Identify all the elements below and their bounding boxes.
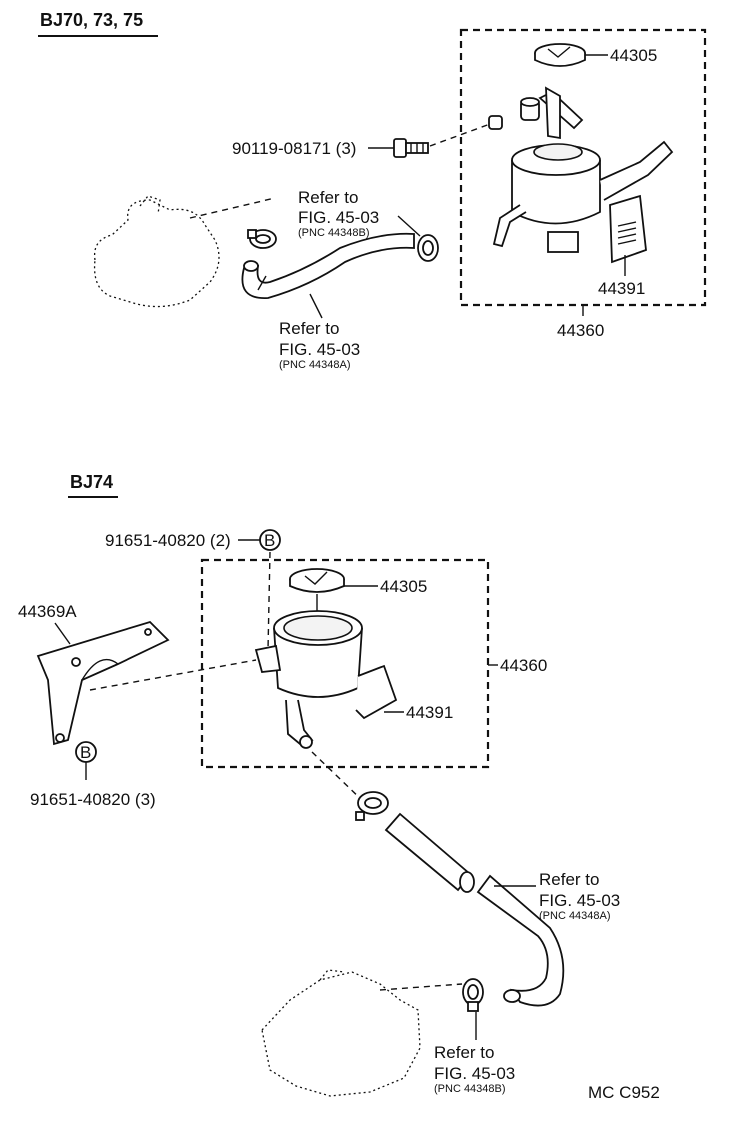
top-ref-a-line3: (PNC 44348A) xyxy=(279,359,351,371)
bottom-ref-a-line3: (PNC 44348A) xyxy=(539,910,611,922)
bottom-section: BJ74 91651-40820 (2) B 44360 44305 xyxy=(18,472,660,1102)
bottom-ref-a-line2: FIG. 45-03 xyxy=(539,891,620,910)
top-bolt-label: 90119-08171 (3) xyxy=(232,139,356,158)
bottom-ref-b-line1: Refer to xyxy=(434,1043,494,1062)
bottom-bolt-top-label: 91651-40820 (2) xyxy=(105,531,231,550)
bottom-marker-bottom-text: B xyxy=(80,743,91,762)
bottom-reservoir-tank xyxy=(254,610,398,749)
top-reservoir-tank xyxy=(492,86,674,264)
top-reservoir-cap xyxy=(534,43,586,67)
top-section: BJ70, 73, 75 44360 44305 xyxy=(38,10,707,371)
top-ref-b-leader xyxy=(397,215,421,237)
bottom-clamp-lower xyxy=(462,978,484,1012)
bottom-bracket-leader xyxy=(54,622,71,645)
bottom-bracket xyxy=(36,620,170,746)
top-pump xyxy=(93,195,220,308)
bottom-bolt-top-guide xyxy=(267,551,271,651)
top-label-label: 44391 xyxy=(598,279,645,298)
top-ref-b-line2: FIG. 45-03 xyxy=(298,208,379,227)
top-bolt xyxy=(393,138,429,158)
bottom-marker-top-text: B xyxy=(264,531,275,550)
bottom-ref-b-line2: FIG. 45-03 xyxy=(434,1064,515,1083)
bottom-assembly-label: 44360 xyxy=(500,656,547,675)
top-ref-a-leader xyxy=(309,293,323,319)
bottom-pump xyxy=(261,969,421,1097)
top-pump-guide xyxy=(189,197,276,219)
top-ref-a-line1: Refer to xyxy=(279,319,339,338)
bottom-ref-a-line1: Refer to xyxy=(539,870,599,889)
top-header: BJ70, 73, 75 xyxy=(40,10,143,30)
top-hose xyxy=(241,232,415,299)
top-clamp-right xyxy=(417,234,439,262)
bottom-bracket-label: 44369A xyxy=(18,602,77,621)
bottom-clamp-upper xyxy=(355,791,389,821)
top-cap-label: 44305 xyxy=(610,46,657,65)
bottom-bolt-bottom-label: 91651-40820 (3) xyxy=(30,790,156,809)
bottom-assembly-box xyxy=(200,558,490,769)
bottom-label-label: 44391 xyxy=(406,703,453,722)
bottom-reservoir-cap xyxy=(289,568,345,612)
bottom-pump-guide xyxy=(379,983,463,991)
figure-code: MC C952 xyxy=(588,1083,660,1102)
bottom-ref-b-line3: (PNC 44348B) xyxy=(434,1083,506,1095)
top-ref-a-line2: FIG. 45-03 xyxy=(279,340,360,359)
bottom-outlet-guide xyxy=(311,751,367,805)
top-ref-b-line3: (PNC 44348B) xyxy=(298,227,370,239)
bottom-hose xyxy=(384,812,565,1007)
top-assembly-label: 44360 xyxy=(557,321,604,340)
bottom-header: BJ74 xyxy=(70,472,113,492)
bottom-cap-label: 44305 xyxy=(380,577,427,596)
top-ref-b-line1: Refer to xyxy=(298,188,358,207)
top-nut xyxy=(488,115,503,130)
top-clamp-left xyxy=(247,229,277,249)
top-grommet xyxy=(520,97,540,121)
bottom-marker-top xyxy=(259,529,281,551)
